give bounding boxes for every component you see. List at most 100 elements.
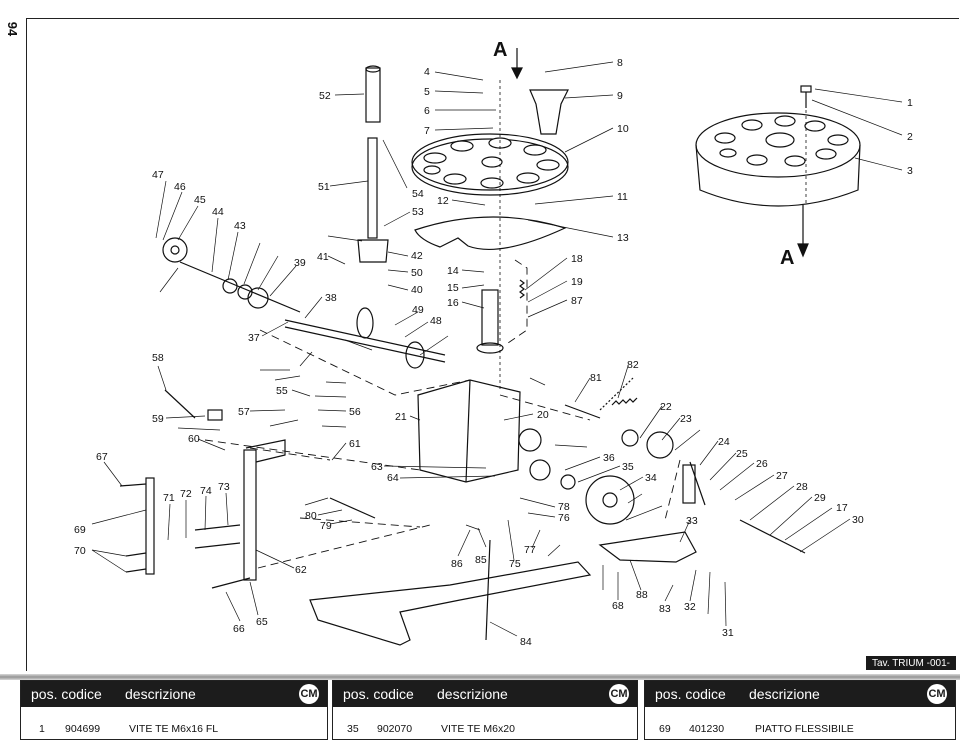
- callout-17: 17: [836, 502, 848, 514]
- row-codice: 904699: [65, 723, 101, 735]
- callout-43: 43: [234, 220, 246, 232]
- callout-67: 67: [96, 451, 108, 463]
- parts-table-column-3: pos. codice descrizione CM 69 401230 PIA…: [644, 680, 956, 740]
- callout-7: 7: [424, 125, 430, 137]
- callout-10: 10: [617, 123, 629, 135]
- section-marker-a-right: A: [780, 247, 794, 269]
- callout-86: 86: [451, 558, 463, 570]
- callout-1: 1: [907, 97, 913, 109]
- callout-4: 4: [424, 66, 430, 78]
- parts-table-column-2: pos. codice descrizione CM 35 902070 VIT…: [332, 680, 638, 740]
- callout-73: 73: [218, 481, 230, 493]
- callout-20: 20: [537, 409, 549, 421]
- callout-16: 16: [447, 297, 459, 309]
- callout-29: 29: [814, 492, 826, 504]
- callout-62: 62: [295, 564, 307, 576]
- callout-47: 47: [152, 169, 164, 181]
- callout-9: 9: [617, 90, 623, 102]
- callout-36: 36: [603, 452, 615, 464]
- header-pos-codice: pos. codice: [343, 686, 414, 702]
- callout-25: 25: [736, 448, 748, 460]
- tav-label: Tav. TRIUM -001-: [866, 656, 956, 670]
- row-descrizione: VITE TE M6x16 FL: [129, 723, 219, 735]
- callout-76: 76: [558, 512, 570, 524]
- callout-31: 31: [722, 627, 734, 639]
- callout-70: 70: [74, 545, 86, 557]
- callout-53: 53: [412, 206, 424, 218]
- callout-72: 72: [180, 488, 192, 500]
- row-codice: 902070: [377, 723, 413, 735]
- callout-54: 54: [412, 188, 424, 200]
- callout-61: 61: [349, 438, 361, 450]
- callout-41: 41: [317, 251, 329, 263]
- callout-6: 6: [424, 105, 430, 117]
- callout-50: 50: [411, 267, 423, 279]
- callout-34: 34: [645, 472, 657, 484]
- callout-57: 57: [238, 406, 250, 418]
- callout-28: 28: [796, 481, 808, 493]
- callout-46: 46: [174, 181, 186, 193]
- callout-39: 39: [294, 257, 306, 269]
- row-pos: 69: [659, 723, 671, 735]
- callout-88: 88: [636, 589, 648, 601]
- callout-42: 42: [411, 250, 423, 262]
- table-header: pos. codice descrizione CM: [645, 681, 955, 707]
- callout-37: 37: [248, 332, 260, 344]
- callout-19: 19: [571, 276, 583, 288]
- callout-3: 3: [907, 165, 913, 177]
- callout-26: 26: [756, 458, 768, 470]
- callout-58: 58: [152, 352, 164, 364]
- callout-59: 59: [152, 413, 164, 425]
- callout-81: 81: [590, 372, 602, 384]
- callout-40: 40: [411, 284, 423, 296]
- callout-63: 63: [371, 461, 383, 473]
- callout-5: 5: [424, 86, 430, 98]
- callout-33: 33: [686, 515, 698, 527]
- callout-85: 85: [475, 554, 487, 566]
- callout-27: 27: [776, 470, 788, 482]
- cm-logo-icon: CM: [927, 684, 947, 704]
- callout-44: 44: [212, 206, 224, 218]
- cm-logo-icon: CM: [299, 684, 319, 704]
- callout-8: 8: [617, 57, 623, 69]
- header-descrizione: descrizione: [749, 686, 820, 702]
- callout-51: 51: [318, 181, 330, 193]
- callout-15: 15: [447, 282, 459, 294]
- callout-18: 18: [571, 253, 583, 265]
- row-pos: 35: [347, 723, 359, 735]
- callout-2: 2: [907, 131, 913, 143]
- callout-38: 38: [325, 292, 337, 304]
- callout-66: 66: [233, 623, 245, 635]
- table-header: pos. codice descrizione CM: [21, 681, 327, 707]
- table-header: pos. codice descrizione CM: [333, 681, 637, 707]
- callout-79: 79: [320, 520, 332, 532]
- table-row: 35 902070 VITE TE M6x20: [333, 723, 637, 737]
- callout-87: 87: [571, 295, 583, 307]
- row-descrizione: PIATTO FLESSIBILE: [755, 723, 854, 735]
- callout-60: 60: [188, 433, 200, 445]
- header-descrizione: descrizione: [437, 686, 508, 702]
- callout-75: 75: [509, 558, 521, 570]
- section-marker-a-top: A: [493, 39, 507, 61]
- callout-77: 77: [524, 544, 536, 556]
- callout-65: 65: [256, 616, 268, 628]
- callout-12: 12: [437, 195, 449, 207]
- callout-52: 52: [319, 90, 331, 102]
- cm-logo-icon: CM: [609, 684, 629, 704]
- callout-69: 69: [74, 524, 86, 536]
- header-descrizione: descrizione: [125, 686, 196, 702]
- callout-49: 49: [412, 304, 424, 316]
- callout-30: 30: [852, 514, 864, 526]
- header-pos-codice: pos. codice: [31, 686, 102, 702]
- callout-35: 35: [622, 461, 634, 473]
- callout-83: 83: [659, 603, 671, 615]
- callout-74: 74: [200, 485, 212, 497]
- row-pos: 1: [39, 723, 45, 735]
- callout-68: 68: [612, 600, 624, 612]
- exploded-parts-drawing: A A 1 2 3 4 5 6 7 8 9 10 11 12 13 14 15 …: [74, 39, 913, 648]
- header-pos-codice: pos. codice: [655, 686, 726, 702]
- callout-80: 80: [305, 510, 317, 522]
- callout-13: 13: [617, 232, 629, 244]
- scan-divider: [0, 674, 960, 680]
- callout-45: 45: [194, 194, 206, 206]
